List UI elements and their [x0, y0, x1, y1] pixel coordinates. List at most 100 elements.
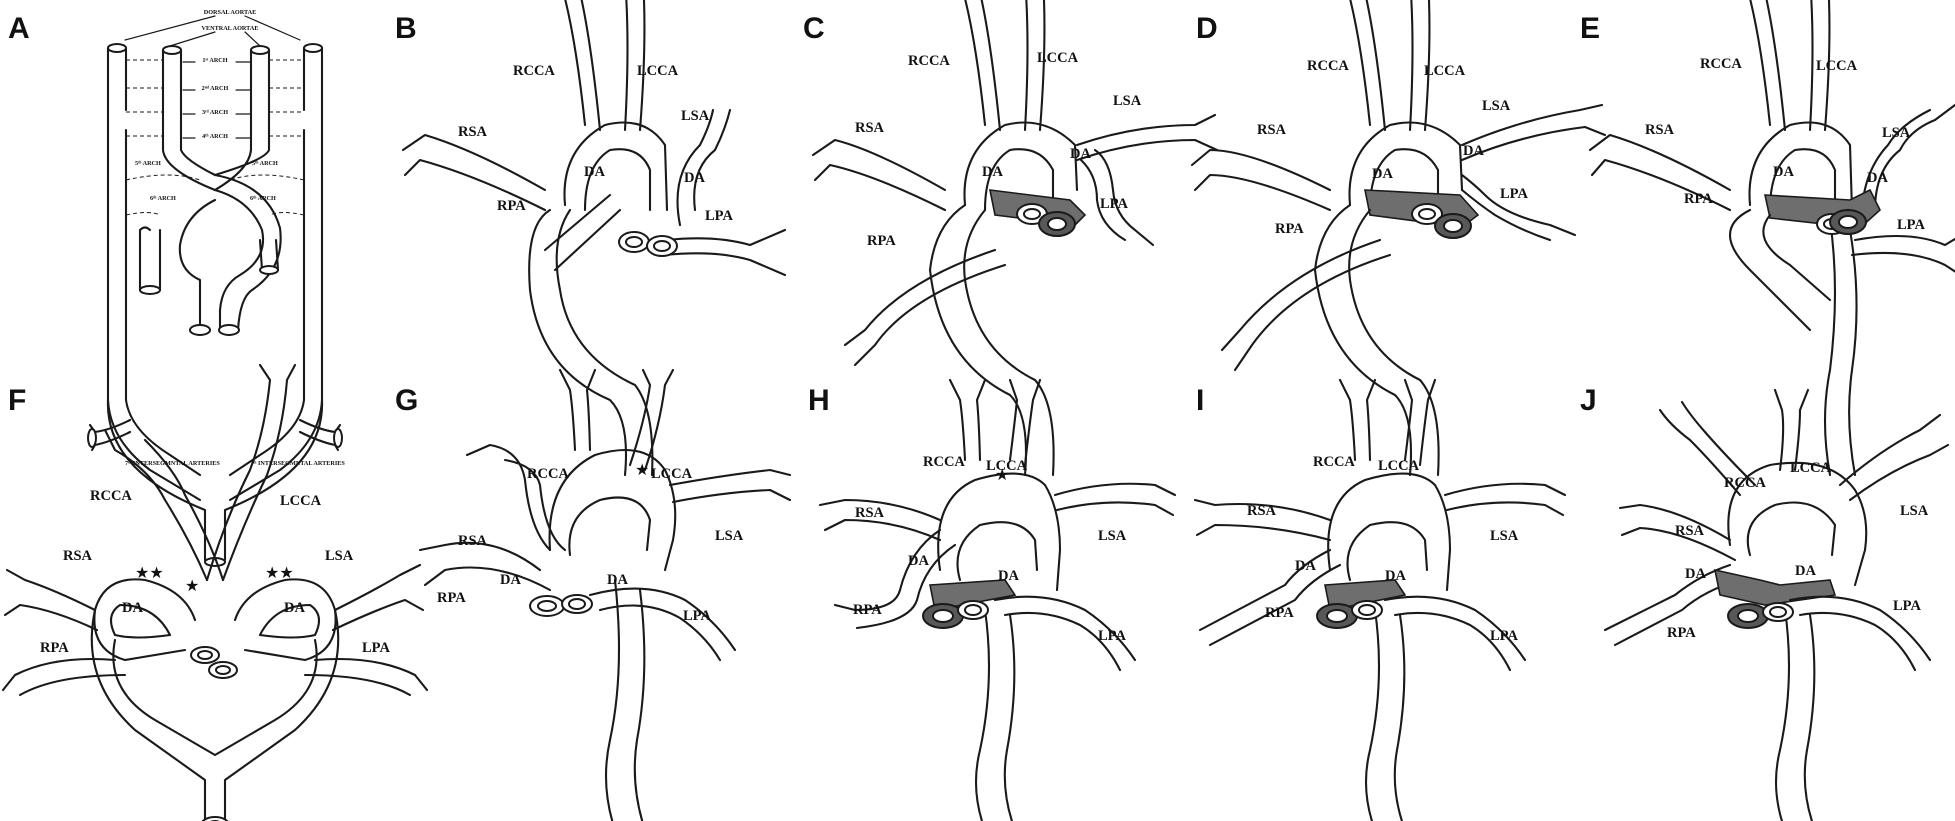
label-rsa: RSA [855, 120, 885, 136]
panel-letter: A [8, 12, 30, 45]
label-lsa: LSA [1882, 125, 1911, 141]
label-rcca: RCCA [1700, 56, 1742, 72]
label-ventral-aortae: VENTRAL AORTAE [202, 25, 259, 32]
label-rpa: RPA [867, 233, 896, 249]
panel-d: D RCCA LCCA RSA LSA DA DA RPA LPA [1190, 0, 1607, 477]
panel-letter: D [1196, 12, 1218, 45]
label-rcca: RCCA [923, 454, 965, 470]
label-rpa: RPA [853, 602, 882, 618]
label-da-2: DA [1070, 146, 1091, 162]
label-intersegmental-right: 7ᵗʰ INTERSEGMNTAL ARTERIES [250, 460, 345, 467]
label-lsa: LSA [1490, 528, 1519, 544]
label-rsa: RSA [1675, 523, 1705, 539]
svg-text:★★: ★★ [265, 563, 294, 582]
label-lsa: LSA [681, 108, 710, 124]
label-lcca: LCCA [1816, 58, 1858, 74]
panel-letter: C [803, 12, 825, 45]
svg-text:★: ★ [185, 576, 199, 595]
label-lpa: LPA [705, 208, 733, 224]
panel-letter: I [1196, 384, 1204, 417]
label-arch-4: 4ᵗʰ ARCH [202, 133, 228, 140]
label-da-2: DA [908, 553, 929, 569]
label-arch-5-right: 5ᵗʰ ARCH [252, 160, 278, 167]
label-lpa: LPA [1098, 628, 1126, 644]
label-lcca: LCCA [986, 458, 1028, 474]
label-arch-2: 2ⁿᵈ ARCH [202, 85, 229, 92]
panel-a: A DORSAL AORTAE VENTRAL AORTAE 1ˢᵗ ARCH … [8, 9, 345, 567]
label-intersegmental-left: 7ᵗʰ INTERSEGMNTAL ARTERIES [125, 460, 220, 467]
panel-j: J RCCA LCCA RSA LSA DA DA RPA LPA [1580, 384, 1950, 821]
label-da-1: DA [1385, 568, 1406, 584]
label-lcca: LCCA [637, 63, 679, 79]
label-rpa: RPA [1265, 605, 1294, 621]
label-da-1: DA [1372, 166, 1393, 182]
label-lsa: LSA [1113, 93, 1142, 109]
label-rsa: RSA [1247, 503, 1277, 519]
label-rpa: RPA [497, 198, 526, 214]
label-lpa: LPA [683, 608, 711, 624]
label-rcca: RCCA [1313, 454, 1355, 470]
label-lpa: LPA [1897, 217, 1925, 233]
panel-c: C RCCA LCCA RSA LSA DA DA RPA LPA [803, 0, 1219, 477]
label-da-2: DA [1685, 566, 1706, 582]
label-lsa: LSA [1098, 528, 1127, 544]
label-rsa: RSA [63, 548, 93, 564]
label-arch-5-left: 5ᵗʰ ARCH [135, 160, 161, 167]
svg-text:★★: ★★ [135, 563, 164, 582]
label-rpa: RPA [1684, 191, 1713, 207]
panel-letter: E [1580, 12, 1600, 45]
label-rsa: RSA [458, 124, 488, 140]
label-lpa: LPA [1893, 598, 1921, 614]
label-da-1: DA [998, 568, 1019, 584]
panel-i: I RCCA LCCA RSA LSA DA DA RPA LPA [1193, 378, 1567, 821]
panel-f: F ★★ ★ ★★ RCCA LCCA RSA LSA DA DA [1, 363, 429, 821]
label-da-2: DA [284, 600, 305, 616]
label-da-2: DA [1295, 558, 1316, 574]
label-da-1: DA [1795, 563, 1816, 579]
panel-letter: H [808, 384, 830, 417]
panel-letter: G [395, 384, 418, 417]
panel-g: G ★ RCCA LCCA RSA LSA DA DA RPA LPA [395, 368, 792, 821]
label-rcca: RCCA [908, 53, 950, 69]
panel-letter: B [395, 12, 417, 45]
panel-letter: J [1580, 384, 1597, 417]
label-rcca: RCCA [527, 466, 569, 482]
label-da-2: DA [684, 170, 705, 186]
label-lsa: LSA [1900, 503, 1929, 519]
label-rpa: RPA [1275, 221, 1304, 237]
svg-text:★: ★ [995, 465, 1009, 484]
label-rcca: RCCA [1724, 475, 1766, 491]
label-rpa: RPA [437, 590, 466, 606]
label-rsa: RSA [855, 505, 885, 521]
label-lcca: LCCA [1037, 50, 1079, 66]
panel-e: E RCCA LCCA RSA LSA DA DA RPA LPA [1580, 0, 1955, 477]
label-arch-1: 1ˢᵗ ARCH [202, 57, 227, 64]
panel-b: B RCCA LCCA RSA LSA DA DA RPA LPA [395, 0, 787, 477]
svg-text:★: ★ [635, 460, 649, 479]
panel-h: H ★ RCCA LCCA RSA LSA DA DA RPA LPA [808, 378, 1177, 821]
label-rcca: RCCA [1307, 58, 1349, 74]
label-dorsal-aortae: DORSAL AORTAE [204, 9, 256, 16]
label-da-1: DA [584, 164, 605, 180]
label-da-2: DA [1867, 170, 1888, 186]
label-lsa: LSA [715, 528, 744, 544]
label-arch-3: 3ʳᵈ ARCH [202, 109, 228, 116]
label-lcca: LCCA [280, 493, 322, 509]
label-lpa: LPA [362, 640, 390, 656]
label-lpa: LPA [1490, 628, 1518, 644]
label-lpa: LPA [1100, 196, 1128, 212]
label-da-1: DA [122, 600, 143, 616]
label-da-2: DA [1463, 143, 1484, 159]
label-arch-6-left: 6ᵗʰ ARCH [150, 195, 176, 202]
label-rsa: RSA [1645, 122, 1675, 138]
label-lcca: LCCA [651, 466, 693, 482]
label-da-1: DA [1773, 164, 1794, 180]
panel-letter: F [8, 384, 26, 417]
label-da-1: DA [607, 572, 628, 588]
label-rsa: RSA [458, 533, 488, 549]
label-lcca: LCCA [1790, 460, 1832, 476]
label-rsa: RSA [1257, 122, 1287, 138]
label-da-1: DA [982, 164, 1003, 180]
label-lsa: LSA [1482, 98, 1511, 114]
